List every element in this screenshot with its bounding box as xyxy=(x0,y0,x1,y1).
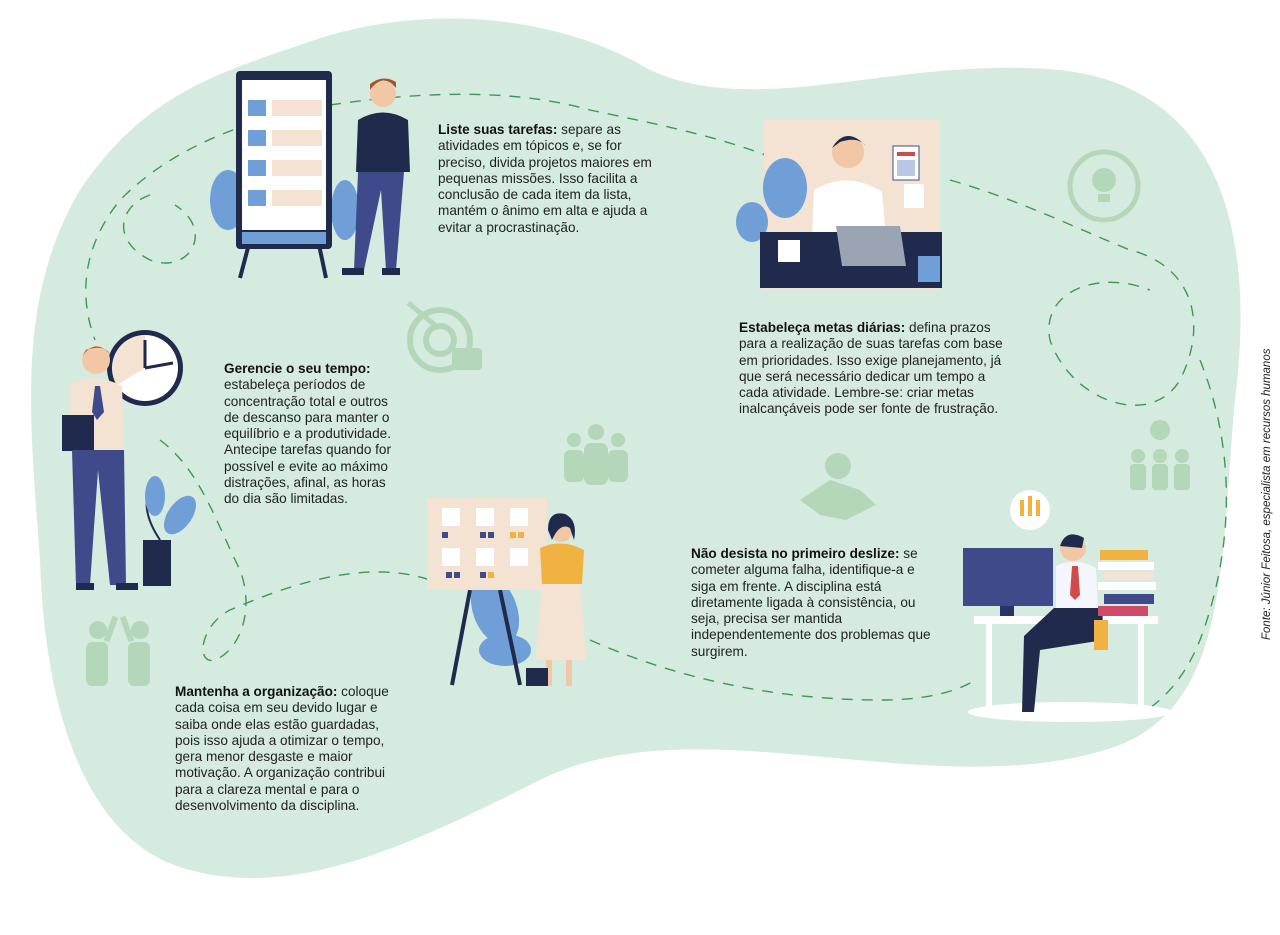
checklist-board-illustration xyxy=(210,71,410,279)
teamwork-gear-icon xyxy=(1130,420,1190,490)
organization-board-illustration xyxy=(427,498,586,686)
tip-title: Mantenha a organização: xyxy=(175,684,338,699)
exclamation-icon xyxy=(1010,490,1050,530)
tip-title: Estabeleça metas diárias: xyxy=(739,320,906,335)
clock-man-illustration xyxy=(62,330,196,590)
tip-title: Não desista no primeiro deslize: xyxy=(691,546,900,561)
clock-icon xyxy=(107,330,183,406)
tip-gerencie-tempo: Gerencie o seu tempo: estabeleça período… xyxy=(224,361,402,508)
handshake-icon xyxy=(800,453,876,520)
tip-nao-desista: Não desista no primeiro deslize: se come… xyxy=(691,546,937,660)
source-credit-text: Fonte: Júnior Feitosa, especialista em r… xyxy=(1261,348,1273,640)
computer-desk-illustration xyxy=(963,490,1172,722)
tip-liste-suas-tarefas: Liste suas tarefas: separe as atividades… xyxy=(438,122,660,236)
checklist-board-icon xyxy=(248,100,266,206)
highfive-icon xyxy=(86,615,150,686)
laptop-desk-illustration xyxy=(736,120,942,290)
calendar-icon xyxy=(892,145,924,208)
tip-title: Gerencie o seu tempo: xyxy=(224,361,371,376)
target-icon xyxy=(406,300,482,373)
tip-mantenha-organizacao: Mantenha a organização: coloque cada coi… xyxy=(175,684,399,814)
tip-body: defina prazos para a realização de suas … xyxy=(739,320,1003,417)
tip-body: coloque cada coisa em seu devido lugar e… xyxy=(175,684,389,814)
tip-body: estabeleça períodos de concentração tota… xyxy=(224,377,392,507)
source-credit: Fonte: Júnior Feitosa, especialista em r… xyxy=(1259,320,1277,650)
tip-body: se cometer alguma falha, identifique-a e… xyxy=(691,546,931,659)
tip-estabeleca-metas: Estabeleça metas diárias: defina prazos … xyxy=(739,320,1011,418)
lightbulb-cycle-icon xyxy=(1067,149,1141,223)
dashed-path xyxy=(85,93,1228,721)
tip-title: Liste suas tarefas: xyxy=(438,122,558,137)
team-icon xyxy=(564,424,628,485)
tip-body: separe as atividades em tópicos e, se fo… xyxy=(438,122,652,235)
binders-stack xyxy=(1098,550,1156,616)
